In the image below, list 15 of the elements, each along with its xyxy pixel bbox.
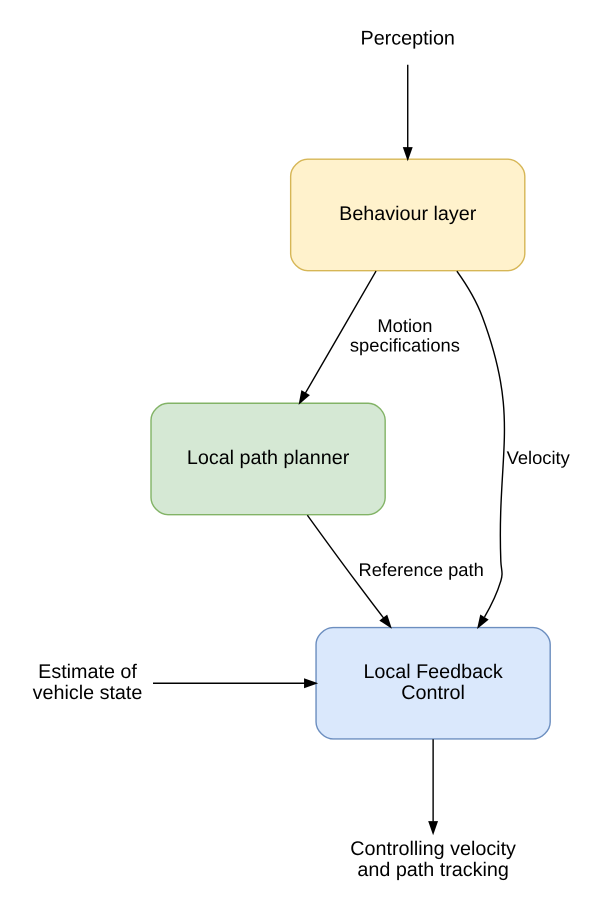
node-box: Local Feedback Control (314, 626, 550, 740)
arrow (298, 270, 376, 405)
node-text: Controlling velocity and path tracking (350, 838, 516, 882)
node-box: Local path planner (150, 402, 386, 516)
arrow (152, 678, 318, 688)
arrow (428, 739, 438, 836)
arrow (456, 270, 505, 630)
edge-label: Velocity (506, 446, 570, 468)
edge-label: Reference path (358, 558, 484, 580)
node-text: Perception (360, 28, 454, 50)
node-box: Behaviour layer (289, 158, 526, 272)
edge-label: Motion specifications (349, 314, 460, 356)
arrow (306, 514, 392, 629)
node-text: Estimate of vehicle state (32, 660, 142, 704)
arrow (402, 64, 412, 162)
